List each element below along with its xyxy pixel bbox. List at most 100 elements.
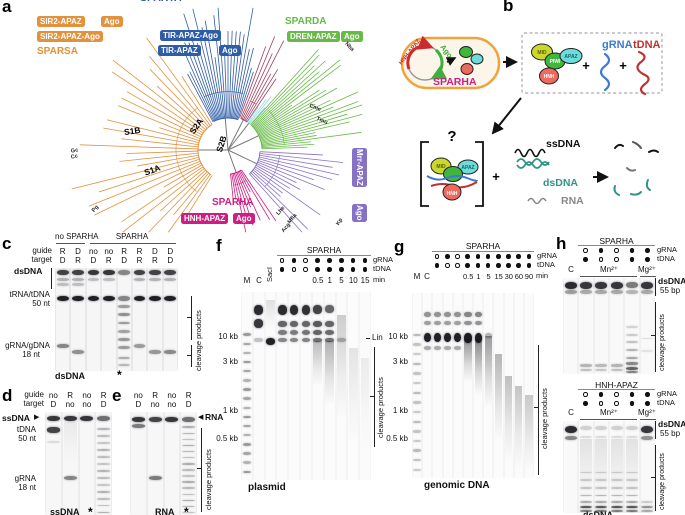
tree-branch	[250, 100, 256, 105]
tree-branch	[246, 105, 259, 123]
gel-band	[102, 295, 115, 302]
tree-branch	[237, 94, 247, 120]
dot-filled	[583, 257, 588, 262]
dot-open	[583, 392, 588, 397]
gel-band	[433, 320, 442, 326]
tree-branch	[247, 121, 251, 125]
gel-band	[595, 505, 608, 509]
lane-label: 30	[504, 272, 513, 281]
dot-open	[291, 267, 297, 272]
panel-b-label: b	[503, 0, 514, 15]
gel-band	[580, 281, 592, 289]
dot-filled	[475, 254, 481, 259]
control-lane-label: C	[568, 265, 574, 274]
gel-lane	[474, 293, 483, 478]
tree-branch	[213, 117, 239, 122]
gel-band	[626, 281, 638, 288]
tree-branch	[191, 171, 208, 188]
gel-band	[464, 332, 472, 343]
gel-band	[595, 478, 608, 481]
lane-label: D	[167, 247, 174, 256]
gel-band	[626, 341, 638, 344]
gel-band	[464, 311, 472, 317]
gel-band	[564, 281, 577, 289]
gel-e	[130, 412, 197, 515]
control-lane-label: C	[568, 408, 574, 417]
lane-label: D	[90, 256, 97, 265]
gel-band	[595, 487, 608, 489]
bracket-tick	[534, 407, 538, 408]
tree-branch	[230, 91, 235, 119]
tree-branch	[254, 114, 273, 130]
tree-branch	[278, 100, 331, 126]
substrate-label-dsdna: dsDNA	[55, 371, 86, 381]
tree-branch	[241, 169, 249, 180]
gel-band	[254, 319, 264, 328]
gel-band	[242, 470, 252, 474]
gel-band	[56, 344, 69, 348]
lane-label: D	[185, 400, 192, 409]
tree-branch	[258, 126, 280, 137]
tag-ago-orange: Ago	[101, 16, 123, 28]
lane-label: D	[75, 247, 81, 256]
gel-band	[289, 305, 299, 315]
header-line	[432, 251, 534, 252]
tree-branch	[204, 91, 244, 97]
tree-branch	[233, 184, 237, 200]
saci-lane-label: SacI	[265, 266, 274, 282]
tree-branch	[254, 115, 274, 130]
plus-1: +	[582, 58, 590, 73]
gel-band	[72, 295, 84, 302]
gel-band	[72, 278, 84, 282]
gel-band	[641, 509, 654, 512]
tree-branch	[268, 65, 315, 111]
cleavage-bracket	[655, 302, 656, 372]
tree-branch	[232, 173, 236, 185]
gel-band	[182, 463, 196, 465]
tree-branch	[245, 103, 257, 122]
tree-branch	[119, 155, 177, 162]
tree-branch	[273, 104, 293, 118]
tree-branch	[259, 153, 280, 157]
marker-3kb: 3 kb	[392, 357, 408, 366]
55bp-label: 55 bp	[660, 286, 681, 295]
substrate-label-genomic-dna: genomic DNA	[424, 480, 490, 491]
grna-dots	[276, 257, 371, 264]
tree-branch	[200, 98, 214, 122]
tree-branch	[214, 57, 221, 93]
tree-branch	[252, 111, 270, 128]
gel-band	[413, 410, 421, 414]
gel-band	[97, 435, 111, 437]
gel-band	[595, 494, 608, 497]
lane-label: D	[50, 400, 57, 409]
gel-band	[97, 498, 111, 500]
tree-branch	[235, 93, 243, 120]
dsdna-band-label: dsDNA	[658, 419, 685, 429]
product-fragment-3	[648, 149, 659, 153]
gel-lane	[504, 293, 513, 478]
hnh-domain-2-label: HNH	[447, 191, 458, 197]
gel-band	[413, 372, 421, 375]
tree-branch	[176, 154, 199, 160]
gel-band	[56, 283, 69, 287]
gel-band	[165, 417, 179, 422]
lane-label: R	[136, 256, 143, 265]
phylogenetic-tree	[71, 7, 363, 233]
gel-lane	[579, 421, 593, 513]
tdna-dots-label: tDNA	[657, 254, 675, 263]
lane-label: no	[133, 391, 143, 400]
gel-band	[182, 505, 196, 508]
grna-squiggle	[599, 52, 611, 92]
header-line	[578, 245, 655, 246]
gel-band	[484, 332, 492, 339]
mid-domain-2-label: MID	[436, 164, 446, 170]
tree-branch	[230, 173, 233, 186]
gel-band	[641, 435, 654, 440]
piwi-domain-label: PIWI	[550, 59, 561, 65]
tree-branch	[176, 150, 199, 153]
tree-branch	[233, 31, 241, 93]
gel-band	[313, 305, 323, 314]
product-fragment-4	[626, 167, 636, 172]
gel-band	[474, 320, 482, 326]
bracket-right	[475, 141, 484, 207]
